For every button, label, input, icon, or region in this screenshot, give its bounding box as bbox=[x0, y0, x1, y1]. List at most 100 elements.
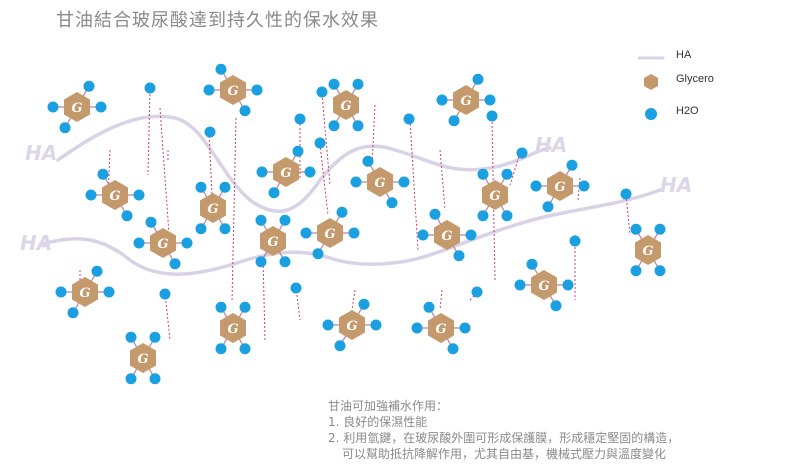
glycerol-molecule: G bbox=[195, 181, 231, 235]
ha-chain-2 bbox=[38, 188, 662, 276]
hydrogen-bond bbox=[371, 104, 376, 166]
water-molecule bbox=[256, 166, 268, 178]
water-molecule bbox=[55, 286, 67, 298]
glycerol-mark: G bbox=[324, 227, 335, 242]
water-molecule bbox=[314, 137, 326, 149]
water-molecule bbox=[268, 187, 280, 199]
glycerol-mark: G bbox=[441, 229, 452, 244]
hydrogen-bond bbox=[439, 289, 443, 311]
ha-label: HA bbox=[660, 173, 692, 197]
glycerol-hexagon bbox=[453, 85, 479, 115]
water-molecule bbox=[316, 86, 328, 98]
water-molecule bbox=[569, 235, 581, 247]
glycerol-molecule: G bbox=[322, 298, 382, 352]
water-molecule bbox=[125, 331, 137, 343]
glycerol-hexagon bbox=[482, 180, 508, 210]
water-molecule bbox=[145, 216, 157, 228]
glycerol-hexagon bbox=[220, 75, 246, 105]
water-molecule bbox=[279, 256, 291, 268]
water-molecule bbox=[530, 180, 542, 192]
water-molecule bbox=[429, 208, 441, 220]
legend-label-glycerol: Glycero bbox=[676, 73, 714, 85]
glycerol-hexagon bbox=[367, 167, 393, 197]
water-molecule bbox=[477, 210, 489, 222]
water-molecule bbox=[159, 288, 171, 300]
water-molecule bbox=[436, 94, 448, 106]
water-molecule bbox=[516, 147, 528, 159]
legend-item-ha: HA bbox=[636, 48, 786, 68]
glycerol-hexagon bbox=[547, 171, 573, 201]
notes-item-2-continued: 可以幫助抵抗降解作用，尤其自由基，機械式壓力與溫度變化 bbox=[342, 447, 667, 461]
water-molecule bbox=[290, 282, 302, 294]
water-molecule bbox=[459, 322, 471, 334]
legend-label-water: H2O bbox=[676, 105, 699, 117]
glycerol-molecule: G bbox=[85, 168, 145, 222]
water-molecule bbox=[472, 73, 484, 85]
glycerol-mark: G bbox=[538, 279, 549, 294]
glycerol-mark: G bbox=[435, 322, 446, 337]
water-molecule bbox=[204, 126, 216, 138]
glycerol-mark: G bbox=[227, 322, 238, 337]
water-molecule bbox=[195, 223, 207, 235]
glycerol-hexagon bbox=[635, 235, 661, 265]
water-molecule bbox=[620, 188, 632, 200]
ha-label: HA bbox=[535, 133, 567, 157]
hexagon-icon bbox=[644, 74, 658, 90]
water-molecule bbox=[352, 78, 364, 90]
water-molecule bbox=[501, 168, 513, 180]
water-molecule bbox=[85, 189, 97, 201]
water-molecule bbox=[304, 166, 316, 178]
water-molecule bbox=[542, 201, 554, 213]
water-molecule bbox=[403, 113, 415, 125]
water-molecule bbox=[630, 265, 642, 277]
water-molecule bbox=[336, 206, 348, 218]
water-molecule bbox=[453, 250, 465, 262]
water-molecule bbox=[91, 265, 103, 277]
glycerol-molecule: G bbox=[55, 265, 115, 319]
hydrogen-bond bbox=[159, 107, 171, 249]
hydrogen-bond bbox=[409, 119, 419, 251]
glycerol-molecule: G bbox=[630, 223, 666, 277]
glycerol-hexagon bbox=[333, 90, 359, 120]
glycerol-mark: G bbox=[227, 84, 238, 99]
water-molecule bbox=[486, 110, 498, 122]
glycerol-mark: G bbox=[346, 319, 357, 334]
ha-label: HA bbox=[20, 231, 52, 255]
hydrogen-bond bbox=[625, 194, 631, 236]
glycerol-hexagon bbox=[434, 220, 460, 250]
glycerol-molecule: G bbox=[215, 301, 251, 355]
water-molecule bbox=[149, 373, 161, 385]
glycerol-mark: G bbox=[280, 166, 291, 181]
glycerol-mark: G bbox=[71, 101, 82, 116]
water-molecule bbox=[465, 229, 477, 241]
water-molecule bbox=[95, 101, 107, 113]
water-drop-icon bbox=[645, 108, 657, 120]
diagram-title: 甘油結合玻尿酸達到持久性的保水效果 bbox=[56, 10, 379, 31]
glycerol-molecule: G bbox=[256, 145, 316, 199]
water-molecule bbox=[350, 176, 362, 188]
glycerol-mark: G bbox=[340, 99, 351, 114]
water-molecule bbox=[362, 155, 374, 167]
water-molecule bbox=[322, 319, 334, 331]
water-molecule bbox=[328, 78, 340, 90]
glycerol-mark: G bbox=[489, 189, 500, 204]
water-molecule bbox=[411, 322, 423, 334]
water-molecule bbox=[423, 301, 435, 313]
glycerol-hexagon bbox=[72, 277, 98, 307]
water-molecule bbox=[578, 180, 590, 192]
water-molecule bbox=[149, 331, 161, 343]
glycerol-mark: G bbox=[554, 180, 565, 195]
water-molecule bbox=[334, 340, 346, 352]
water-molecule bbox=[447, 343, 459, 355]
water-molecule bbox=[255, 214, 267, 226]
water-molecule bbox=[215, 343, 227, 355]
glycerol-hexagon bbox=[220, 313, 246, 343]
hydrogen-bond bbox=[351, 289, 356, 311]
glycerol-mark: G bbox=[79, 286, 90, 301]
glycerol-hexagon bbox=[102, 180, 128, 210]
water-molecule bbox=[358, 298, 370, 310]
glycerol-hexagon bbox=[64, 92, 90, 122]
